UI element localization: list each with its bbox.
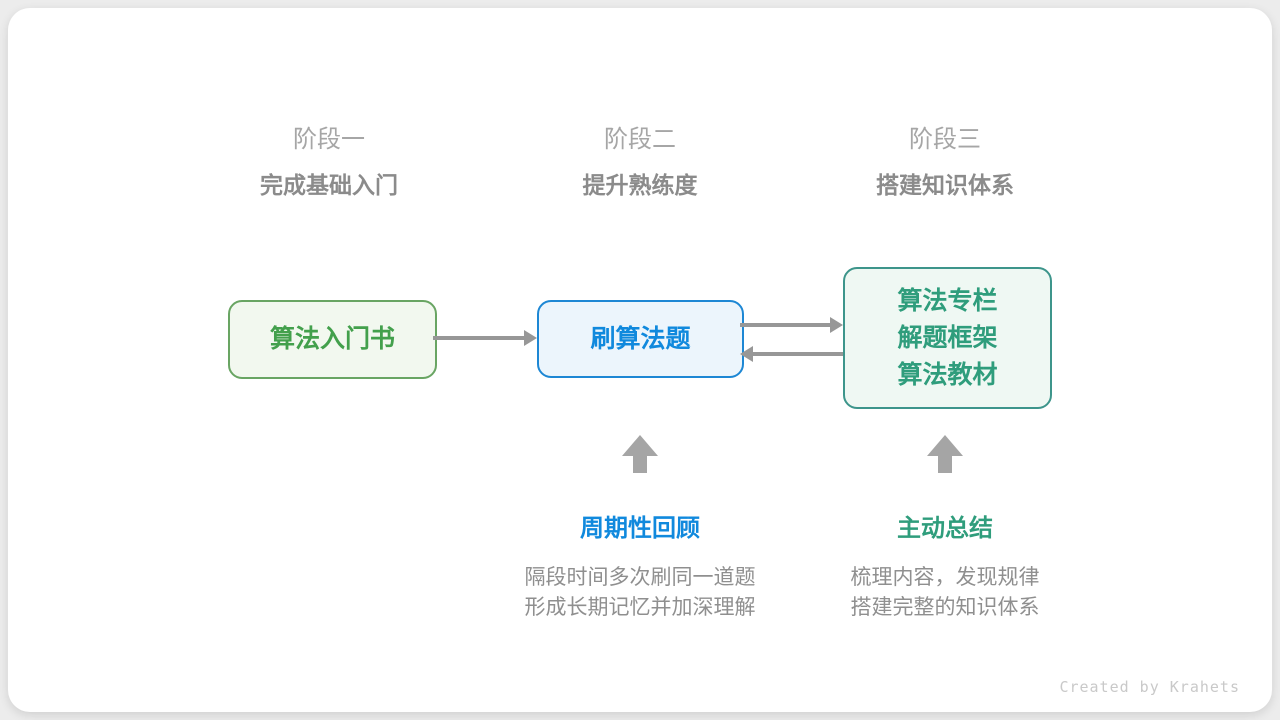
stage-1-header: 阶段一 完成基础入门 [169, 126, 489, 198]
node-practice-problems: 刷算法题 [537, 300, 744, 378]
arrow-shaft [751, 352, 843, 356]
node-practice-problems-label: 刷算法题 [590, 324, 691, 353]
desc-line: 梳理内容，发现规律 [850, 566, 1040, 589]
arrow-node1-to-node2-icon [433, 330, 537, 346]
stage-2-header: 阶段二 提升熟练度 [480, 126, 800, 198]
desc-line: 隔段时间多次刷同一道题 [524, 566, 756, 589]
node-resources-line-1: 算法专栏 [897, 286, 998, 315]
annotation-active-summary: 主动总结 梳理内容，发现规律 搭建完整的知识体系 [775, 508, 1115, 623]
up-arrow-review-icon [622, 435, 658, 473]
stage-2-label: 阶段二 [604, 126, 676, 153]
stage-1-label: 阶段一 [293, 126, 365, 153]
node-intro-book-label: 算法入门书 [269, 325, 395, 353]
stage-3-header: 阶段三 搭建知识体系 [785, 126, 1105, 198]
node-intro-book: 算法入门书 [228, 300, 437, 379]
up-arrow-head [622, 435, 658, 456]
arrow-shaft [740, 323, 832, 327]
up-arrow-head [927, 435, 963, 456]
annotation-active-summary-desc: 梳理内容，发现规律 搭建完整的知识体系 [775, 563, 1115, 623]
arrow-head [740, 346, 753, 362]
desc-line: 形成长期记忆并加深理解 [524, 596, 756, 619]
annotation-active-summary-title: 主动总结 [897, 515, 993, 542]
diagram-card: 阶段一 完成基础入门 阶段二 提升熟练度 阶段三 搭建知识体系 算法入门书 刷算… [8, 8, 1272, 712]
node-knowledge-resources: 算法专栏 解题框架 算法教材 [843, 267, 1052, 409]
stage-1-title: 完成基础入门 [260, 172, 398, 198]
desc-line: 搭建完整的知识体系 [850, 596, 1040, 619]
arrow-head [830, 317, 843, 333]
up-arrow-stem [633, 456, 647, 473]
node-resources-line-3: 算法教材 [897, 360, 998, 389]
annotation-periodic-review: 周期性回顾 隔段时间多次刷同一道题 形成长期记忆并加深理解 [470, 508, 810, 623]
stage-2-title: 提升熟练度 [582, 172, 698, 198]
up-arrow-stem [938, 456, 952, 473]
stage-3-title: 搭建知识体系 [876, 172, 1014, 198]
annotation-periodic-review-desc: 隔段时间多次刷同一道题 形成长期记忆并加深理解 [470, 563, 810, 623]
arrow-node3-to-node2-icon [740, 346, 843, 362]
credit-text: Created by Krahets [1059, 678, 1240, 696]
up-arrow-summary-icon [927, 435, 963, 473]
arrow-node2-to-node3-icon [740, 317, 843, 333]
stage-3-label: 阶段三 [909, 126, 981, 153]
annotation-periodic-review-title: 周期性回顾 [580, 515, 700, 542]
arrow-shaft [433, 336, 526, 340]
node-resources-line-2: 解题框架 [897, 323, 998, 352]
arrow-head [524, 330, 537, 346]
